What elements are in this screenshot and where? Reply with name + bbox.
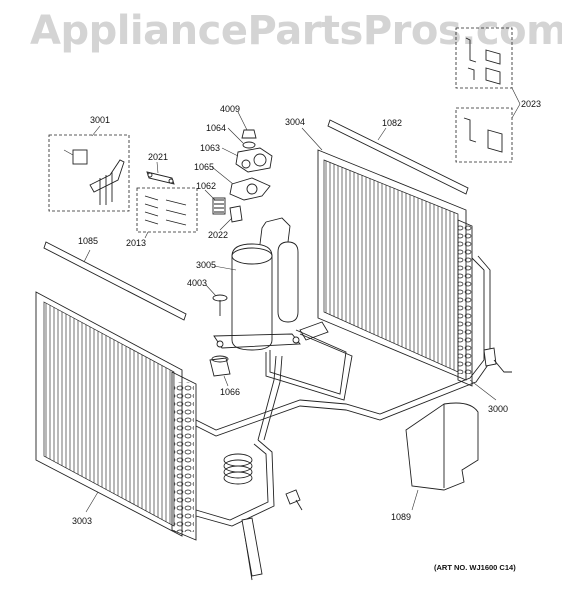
spring-grommet-group [204,189,243,231]
part-1082-strip [327,119,469,195]
part-3001-box [48,134,130,212]
part-3001-bracket [89,159,125,193]
part-3004-group [301,127,473,387]
watermark: AppliancePartsPros.com [30,8,562,54]
compressor-group [213,217,329,351]
part-1089-shroud [405,402,479,491]
label-1062: 1062 [196,181,217,191]
part-1062-spring [214,199,224,213]
label-3001: 3001 [90,115,111,125]
valve-stack-group [211,111,273,201]
label-4003: 4003 [187,278,208,288]
label-1082: 1082 [382,118,403,128]
part-2021-group [146,161,175,185]
label-4009: 4009 [220,104,241,114]
part-3000-tubing [195,255,512,581]
label-2013: 2013 [126,238,147,248]
label-3005: 3005 [196,260,217,270]
part-2013-box [136,187,198,233]
part-4009-nut [241,129,257,139]
part-3003-coil-tubes [171,371,197,541]
part-1085-strip [43,241,187,321]
art-number: (ART NO. WJ1600 C14) [434,563,516,572]
label-3004: 3004 [285,117,306,127]
part-2023-box-top [455,27,513,89]
label-3000: 3000 [488,404,509,414]
part-3003-group [35,291,197,541]
tubing-sensor [285,489,301,505]
label-1089: 1089 [391,512,412,522]
compressor-terminal-cover [299,321,329,341]
part-1082-group [327,119,469,195]
label-3003: 3003 [72,516,93,526]
part-1085-group [43,241,187,321]
label-1064: 1064 [206,123,227,133]
label-1065: 1065 [194,162,215,172]
thermistor [483,347,497,367]
part-4003-group [205,284,228,316]
capillary-drier [241,517,263,577]
part-1064-washer [242,141,256,149]
capillary-coil [223,453,253,485]
part-2023-group [455,27,521,163]
part-2013-group [136,187,198,239]
part-2023-box-bottom [455,107,513,163]
part-3005-compressor [231,243,273,351]
accumulator [277,241,299,323]
label-2023: 2023 [521,99,542,109]
label-2022: 2022 [208,230,229,240]
part-3001-group [48,125,130,212]
part-1089-group [405,402,479,511]
label-2021: 2021 [148,152,169,162]
part-1066-mount [209,357,231,377]
part-2022-grommet [229,205,243,223]
label-1085: 1085 [78,236,99,246]
part-3001-switch [72,149,88,165]
part-1066-group [209,355,231,387]
label-1063: 1063 [200,143,221,153]
label-1066: 1066 [220,387,241,397]
